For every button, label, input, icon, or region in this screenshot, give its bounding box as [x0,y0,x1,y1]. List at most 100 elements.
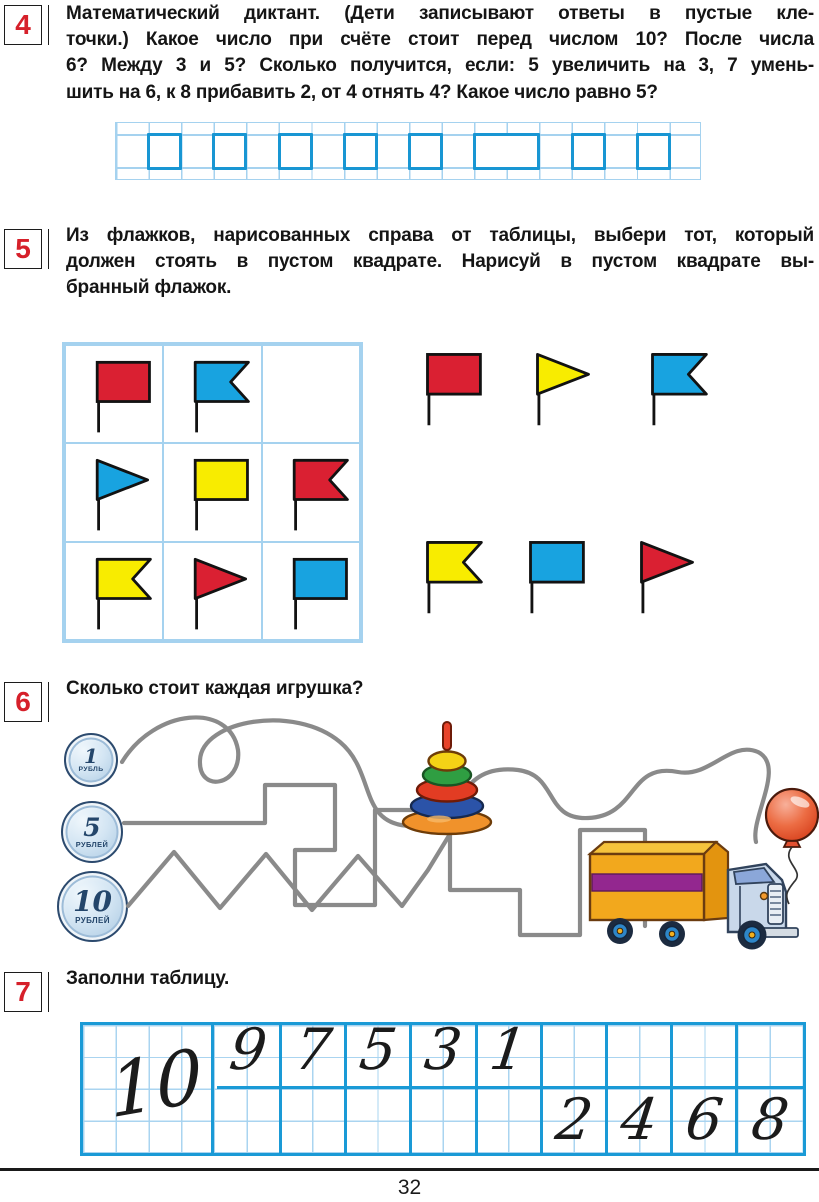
blue-rect-flag-icon [529,541,585,614]
table-cell-filled: 5 [347,1017,413,1089]
flag-table [62,342,363,643]
blue-swallowtail-flag-icon [651,353,708,426]
coin-label: РУБЛЬ [78,766,104,774]
truck-wheels [607,918,767,950]
table-cell-filled: 6 [673,1086,738,1153]
table-cell-filled: 7 [282,1017,348,1089]
task-4-number-divider [47,5,50,45]
yellow-rect-flag-icon [194,459,250,531]
flag-cell [65,541,164,640]
task-4-number: 4 [15,9,31,40]
footer-rule [0,1168,819,1171]
task-6-number: 6 [15,686,31,717]
choice-flag [402,533,487,618]
task-7-number-divider [47,972,50,1012]
truck-toy-illustration [587,840,799,950]
flag-cell [163,443,262,542]
zigzag-path [125,831,453,913]
table-cell-filled: 9 [217,1017,283,1089]
blue-swallowtail-flag-icon [194,360,251,433]
handwritten-digit: 5 [356,1017,401,1083]
table-cell-empty [217,1089,283,1153]
table-cell-filled: 3 [412,1017,478,1089]
table-cell-filled: 2 [543,1087,608,1153]
task-5-text: Из флажков, нарисованных справа от табли… [66,223,814,302]
yellow-triangle-flag-icon [536,353,590,426]
flag-cell [163,541,262,640]
task-5-number-divider [47,229,50,269]
task-7-number-box: 7 [4,972,42,1012]
handwritten-digit: 3 [421,1017,466,1083]
answer-cell [407,133,443,170]
handwritten-digit: 6 [681,1086,727,1153]
coin-label: РУБЛЕЙ [75,916,110,925]
table-cell-empty [737,1025,803,1089]
choice-flag [627,345,712,430]
empty-flag-cell [261,345,360,444]
answer-cell [342,133,378,170]
text-line: Из флажков, нарисованных справа от табли… [66,225,814,246]
flag-cell [163,345,262,444]
table-cell-empty [478,1089,543,1153]
flag-cell [261,541,360,640]
blue-triangle-flag-icon [95,459,150,531]
table-cell-empty [672,1025,738,1089]
task-7-number: 7 [15,976,31,1007]
answer-grid [115,122,701,180]
page-number: 32 [397,1176,422,1199]
table-cell-filled: 1 [477,1017,543,1089]
text-line: шить на 6, к 8 прибавить 2, от 4 отнять … [66,81,658,103]
yellow-swallowtail-flag-icon [95,557,152,629]
text-line: Сколько стоит каждая игрушка? [66,678,364,699]
handwritten-digit: 1 [486,1017,531,1083]
coin-value: 1 [84,744,98,769]
handwritten-digit: 4 [616,1086,662,1153]
red-triangle-flag-icon [194,557,248,629]
flag-cell [261,443,360,542]
task-4-number-box: 4 [4,5,42,45]
task-6-text: Сколько стоит каждая игрушка? [66,676,814,702]
task-6-number-divider [47,682,50,722]
fill-table-left-cell: 10 [83,1025,214,1153]
table-cell-filled: 8 [738,1086,803,1153]
coin-value: 5 [83,813,101,843]
answer-cell [570,133,606,170]
text-line: Заполни таблицу. [66,968,230,989]
table-cell-empty [607,1025,673,1089]
coin-value: 10 [73,885,112,918]
task-6-number-box: 6 [4,682,42,722]
choice-flag [512,345,597,430]
choice-flag [402,345,487,430]
handwritten-digit: 8 [748,1086,793,1153]
pyramid-toy-illustration [401,721,493,836]
red-triangle-flag-icon [640,541,694,614]
answer-cell [277,133,313,170]
task-5-number: 5 [15,233,31,264]
task-5-number-box: 5 [4,229,42,269]
text-line: должен стоять в пустом квадрате. Нарисуй… [66,251,814,273]
table-cell-empty [282,1089,348,1153]
answer-cell [472,133,541,170]
balloon-toy-illustration [764,787,819,905]
red-swallowtail-flag-icon [292,459,349,531]
coin-label: РУБЛЕЙ [75,840,109,850]
yellow-swallowtail-flag-icon [426,541,483,614]
choice-flag [616,533,701,618]
text-line: Математический диктант. (Дети записывают… [66,3,814,24]
blue-rect-flag-icon [292,557,348,629]
text-line: 6? Между 3 и 5? Сколько получится, если:… [66,55,814,77]
table-cell-empty [347,1089,413,1153]
rightangle-path [121,782,648,938]
flag-cell [65,345,164,444]
handwritten-digit: 9 [226,1017,271,1083]
table-cell-filled: 4 [608,1086,673,1153]
task-7-text: Заполни таблицу. [66,966,814,992]
task-4-text: Математический диктант. (Дети записывают… [66,1,814,106]
table-cell-empty [542,1025,608,1089]
